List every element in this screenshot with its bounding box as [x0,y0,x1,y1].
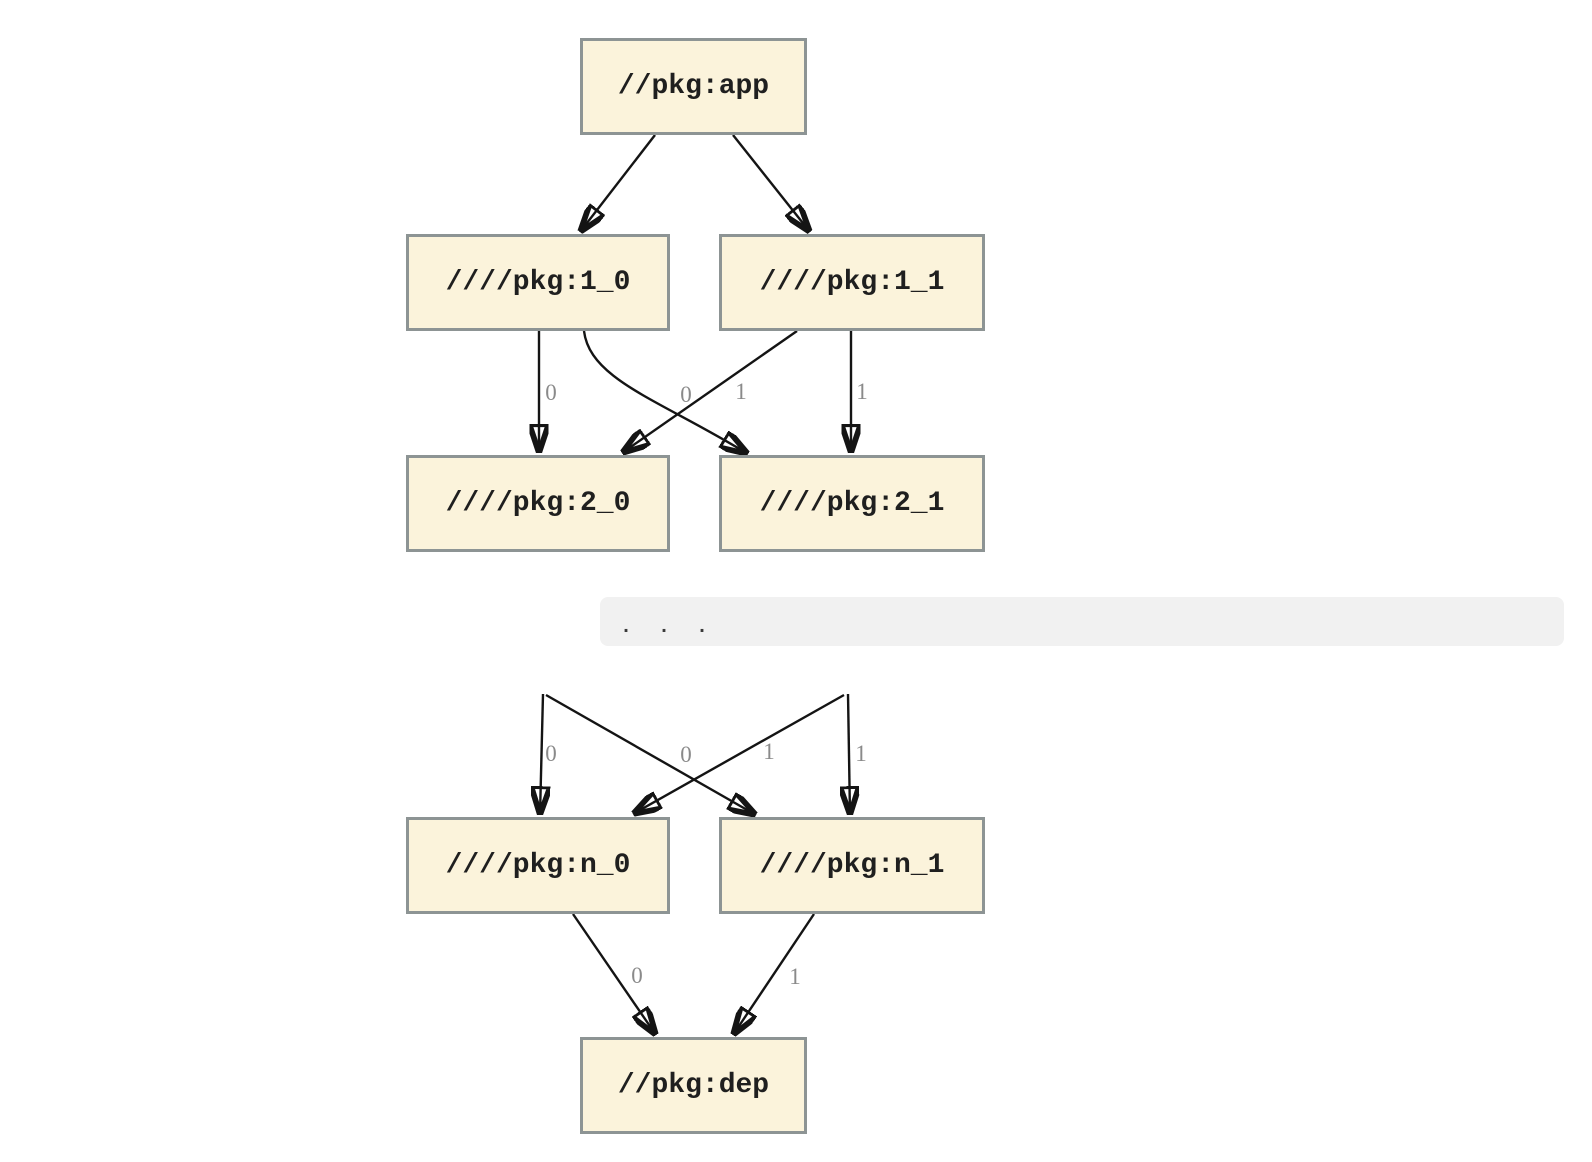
edge-n_0-to-dep [572,913,656,1035]
node-label: ////pkg:1_1 [759,267,945,298]
edge-label-ellipsis-n_0-b: 1 [763,739,775,764]
edge-app-to-1_0 [580,134,656,232]
node-label: ////pkg:1_0 [445,267,631,298]
edge-label-ellipsis-n_1-a: 0 [680,742,692,767]
node-label: ////pkg:2_0 [445,488,631,519]
ellipsis-bar: . . . [600,597,1564,646]
node-pkg-n_0: ////pkg:n_0 [406,817,670,914]
edge-label-1_0-2_0: 0 [545,380,557,405]
edge-ellipsis-to-n_0-a [540,693,543,815]
edge-ellipsis-to-n_1-b [848,693,850,815]
ellipsis-text: . . . [620,616,716,639]
node-pkg-1_0: ////pkg:1_0 [406,234,670,331]
edge-label-n_0-dep: 0 [631,963,643,988]
node-label: ////pkg:n_1 [759,850,945,881]
edge-label-1_0-2_1: 0 [680,382,692,407]
edge-label-n_1-dep: 1 [789,964,801,989]
edge-1_0-to-2_1 [582,330,748,454]
edge-1_1-to-2_0 [622,330,798,453]
node-pkg-app: //pkg:app [580,38,807,135]
node-pkg-n_1: ////pkg:n_1 [719,817,985,914]
edge-ellipsis-to-n_1-a [545,693,756,815]
node-label: //pkg:dep [617,1070,770,1101]
node-label: ////pkg:2_1 [759,488,945,519]
node-pkg-dep: //pkg:dep [580,1037,807,1134]
node-label: //pkg:app [617,71,770,102]
node-pkg-2_0: ////pkg:2_0 [406,455,670,552]
edge-label-1_1-2_0: 1 [735,379,747,404]
edge-n_1-to-dep [733,913,815,1035]
edge-ellipsis-to-n_0-b [633,693,845,814]
edge-label-ellipsis-n_1-b: 1 [855,741,867,766]
edge-app-to-1_1 [732,134,810,232]
node-label: ////pkg:n_0 [445,850,631,881]
edge-label-1_1-2_1: 1 [856,379,868,404]
node-pkg-2_1: ////pkg:2_1 [719,455,985,552]
edge-label-ellipsis-n_0-a: 0 [545,741,557,766]
node-pkg-1_1: ////pkg:1_1 [719,234,985,331]
